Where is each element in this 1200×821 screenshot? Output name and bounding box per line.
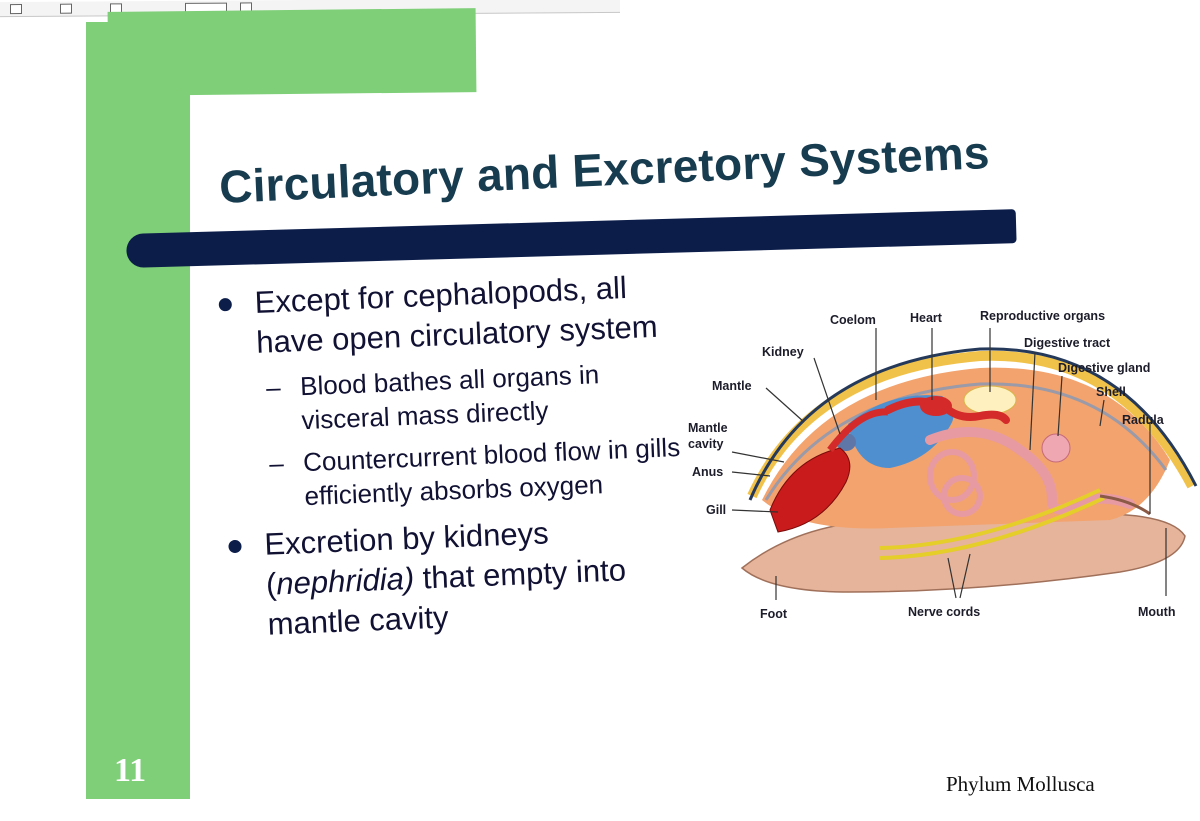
visceral-mass [762, 367, 1170, 529]
label-coelom: Coelom [830, 313, 876, 327]
gill-vessel [827, 408, 889, 453]
bullet-dot-icon [218, 297, 233, 312]
mollusc-anatomy-diagram: Coelom Heart Reproductive organs Digesti… [680, 300, 1200, 640]
green-accent-left [86, 22, 190, 799]
slide-corner-notch [190, 96, 500, 216]
sub-bullet-item: – Blood bathes all organs in visceral ma… [208, 354, 690, 441]
digestive-loop [941, 475, 983, 517]
label-anus: Anus [692, 465, 723, 479]
heart-shape [884, 397, 1010, 424]
leader-lines [731, 328, 1167, 600]
slide-footer: Phylum Mollusca [946, 772, 1095, 796]
sub-bullet-text: Countercurrent blood flow in gills effic… [302, 432, 681, 512]
digestive-loop [927, 449, 977, 503]
shell-shape [747, 350, 1197, 499]
bullet-text: Except for cephalopods, all have open ci… [254, 270, 659, 360]
sub-bullet-dash: – [268, 447, 285, 479]
bullet-text: Excretion by kidneys (nephridia) that em… [263, 515, 627, 642]
sub-bullet-item: – Countercurrent blood flow in gills eff… [211, 430, 693, 517]
label-mantle-cavity-line2: cavity [688, 437, 723, 451]
label-mantle-cavity-line1: Mantle [688, 421, 728, 435]
label-digestive-gland: Digestive gland [1058, 361, 1150, 375]
sub-bullet-text: Blood bathes all organs in visceral mass… [299, 359, 600, 436]
sub-bullet-dash: – [265, 372, 282, 403]
label-heart: Heart [910, 311, 943, 325]
toolbar-icon[interactable] [60, 3, 72, 14]
label-radula: Radula [1122, 413, 1165, 427]
label-digestive-tract: Digestive tract [1024, 336, 1111, 350]
nerve-cord [879, 496, 1105, 560]
bullet-item: Excretion by kidneys (nephridia) that em… [214, 508, 698, 647]
bullet-item: Except for cephalopods, all have open ci… [204, 266, 687, 365]
label-mantle: Mantle [712, 379, 752, 393]
label-foot: Foot [760, 607, 788, 621]
title-underline-bar [126, 209, 1017, 268]
slide-number: 11 [114, 752, 147, 789]
heart-chamber [920, 396, 952, 416]
label-reproductive-organs: Reproductive organs [980, 309, 1105, 323]
label-mouth: Mouth [1138, 605, 1175, 619]
shell-outline [748, 347, 1198, 501]
label-nerve-cords: Nerve cords [908, 605, 980, 619]
label-kidney: Kidney [762, 345, 804, 359]
label-gill: Gill [706, 503, 726, 517]
radula-shape [1099, 494, 1151, 516]
bullet-dot-icon [228, 539, 242, 554]
nerve-cord [879, 488, 1101, 550]
gill-shape [769, 447, 851, 533]
label-shell: Shell [1096, 385, 1126, 399]
mantle-line [764, 382, 1168, 501]
toolbar-icon[interactable] [10, 4, 22, 15]
slide-content: Except for cephalopods, all have open ci… [204, 266, 698, 647]
digestive-gland-shape [1041, 433, 1071, 463]
mollusc-anatomy-svg: Coelom Heart Reproductive organs Digesti… [688, 309, 1198, 621]
